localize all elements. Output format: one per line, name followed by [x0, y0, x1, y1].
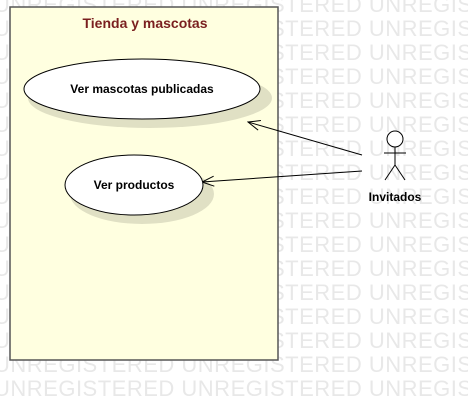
actor-head-icon	[386, 130, 404, 148]
watermark-line: UNREGISTERED UNREGISTERED UNREGISTERED U…	[0, 376, 468, 401]
use-case-ver-productos[interactable]: Ver productos	[64, 154, 214, 224]
use-case-label: Ver productos	[94, 178, 175, 192]
use-case-label: Ver mascotas publicadas	[70, 82, 214, 96]
system-title: Tienda y mascotas	[82, 15, 207, 31]
actor-invitados[interactable]: Invitados	[369, 130, 422, 204]
association-actor-uc2[interactable]	[202, 170, 363, 182]
use-case-ver-mascotas-publicadas[interactable]: Ver mascotas publicadas	[23, 58, 272, 128]
actor-label: Invitados	[369, 190, 422, 204]
association-actor-uc1[interactable]	[248, 122, 363, 156]
